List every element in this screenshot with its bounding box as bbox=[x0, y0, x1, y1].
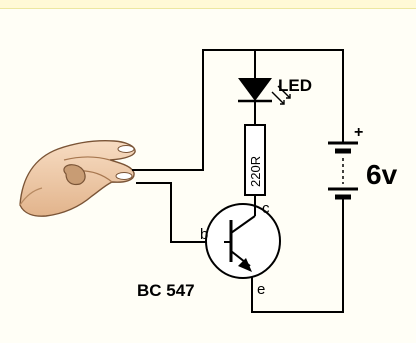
emitter-label: e bbox=[257, 281, 265, 298]
resistor-label: 220R bbox=[248, 156, 263, 187]
transistor-label: BC 547 bbox=[137, 281, 195, 300]
emitter-arrow-icon bbox=[238, 258, 252, 272]
npn-transistor-icon bbox=[205, 203, 281, 279]
collector-label: c bbox=[262, 200, 270, 217]
emitter-wire bbox=[251, 197, 344, 313]
led-symbol-icon bbox=[238, 78, 291, 105]
top-border-band bbox=[0, 0, 416, 9]
hand-pointing-icon bbox=[19, 140, 136, 217]
base-label: b bbox=[200, 226, 208, 243]
resistor-symbol-icon bbox=[244, 124, 266, 196]
battery-plus-label: + bbox=[354, 124, 363, 141]
battery-symbol-icon bbox=[328, 141, 358, 200]
led-light-arrows-icon bbox=[271, 85, 291, 105]
top-wire bbox=[139, 49, 344, 171]
led-label: LED bbox=[278, 76, 312, 95]
base-wire bbox=[149, 182, 225, 243]
battery-voltage-label: 6v bbox=[366, 159, 398, 190]
